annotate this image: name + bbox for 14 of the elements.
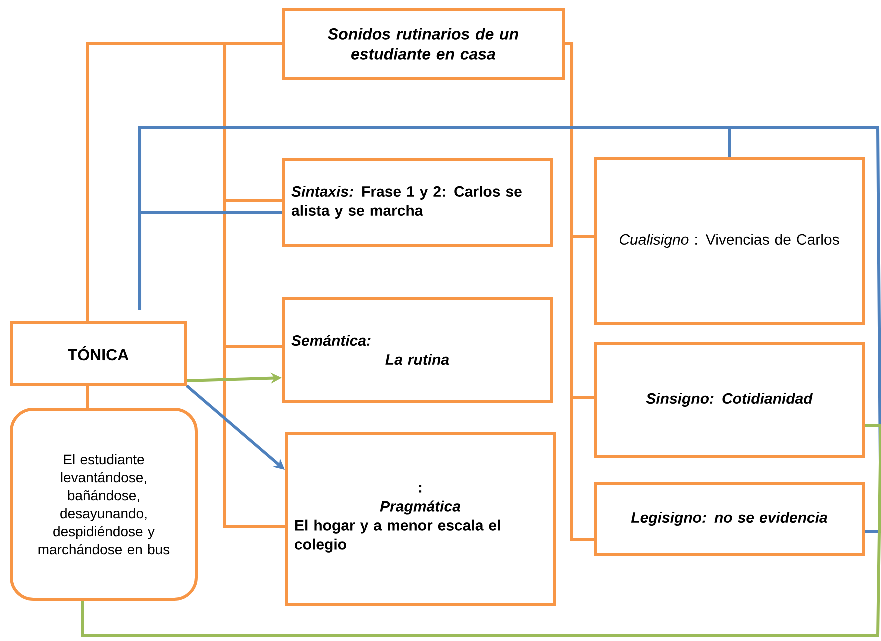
concept-box: Sonidos rutinarios de un estudiante en casa bbox=[282, 8, 565, 80]
concept-box: TÓNICA bbox=[10, 321, 187, 386]
connector-line bbox=[224, 42, 285, 528]
connector-line bbox=[138, 126, 881, 534]
connector-line bbox=[82, 424, 881, 638]
concept-box: Sintaxis: Frase 1 y 2: Carlos se alista y se marcha bbox=[282, 158, 553, 247]
concept-box: Cualisigno : Vivencias de Carlos bbox=[594, 157, 865, 325]
connector-line bbox=[86, 386, 90, 408]
concept-box: : Pragmática El hogar y a menor escala el colegio bbox=[285, 432, 556, 606]
concept-box: Semántica: La rutina bbox=[282, 297, 553, 403]
rounded-box: El estudiante levantándose, bañándose, desayunando, despidiéndose y marchándose en bus bbox=[10, 408, 198, 601]
connector-line bbox=[565, 42, 594, 542]
concept-box: Legisigno: no se evidencia bbox=[594, 482, 865, 556]
concept-box: Sinsigno: Cotidianidad bbox=[594, 342, 865, 458]
